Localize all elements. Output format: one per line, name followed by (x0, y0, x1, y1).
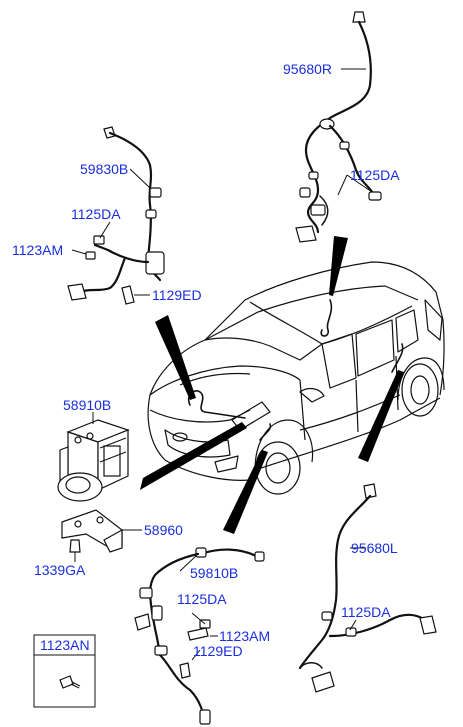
pointer-wedges (140, 236, 404, 534)
abs-modulator (57, 412, 130, 502)
label-59810B: 59810B (190, 565, 238, 581)
label-1339GA: 1339GA (34, 562, 86, 578)
label-1123AM-front-right: 1123AM (219, 628, 270, 644)
label-1125DA-front-right: 1125DA (177, 591, 227, 607)
label-58910B: 58910B (63, 397, 111, 413)
label-59830B: 59830B (80, 161, 128, 177)
front-left-harness (67, 126, 165, 305)
label-1129ED-front-right: 1129ED (193, 643, 243, 659)
label-1123AM-front-left: 1123AM (12, 242, 63, 258)
label-95680R: 95680R (283, 61, 332, 77)
inset-title: 1123AN (40, 637, 90, 653)
bolt-icon (59, 675, 81, 689)
label-95680L: 95680L (351, 540, 398, 556)
rear-right-wheel-sensor (295, 11, 382, 243)
label-1125DA-front-left: 1125DA (71, 206, 121, 222)
label-1125DA-rear-right: 1125DA (350, 167, 400, 183)
part-labels: 95680R 1125DA 59830B 1125DA 1123AM 1129E… (12, 61, 400, 659)
rear-left-wheel-sensor (298, 483, 437, 693)
front-right-harness (134, 547, 265, 725)
inset-1123AN: 1123AN (33, 634, 96, 708)
label-58960: 58960 (144, 522, 183, 538)
label-1125DA-rear-left: 1125DA (341, 604, 391, 620)
abs-bracket (61, 509, 142, 562)
label-1129ED-front-left: 1129ED (152, 287, 202, 303)
